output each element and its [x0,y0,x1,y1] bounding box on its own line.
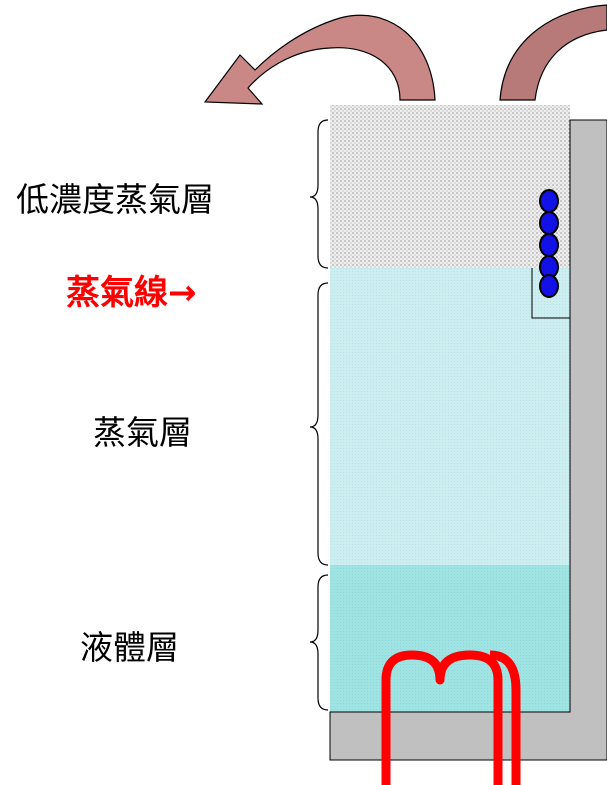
label-liquid-layer: 液體層 [80,628,179,667]
brace-vapor [309,282,329,566]
coil-bracket [531,268,570,319]
curved-arrow-right-icon [499,4,607,101]
liquid-layer [330,565,570,712]
label-vapor-line: 蒸氣線→ [66,273,197,313]
brace-liquid [309,574,329,711]
tank-wall [329,119,607,761]
heater-coil-inner [489,650,521,785]
heater-coil-icon [381,650,503,785]
label-vapor-layer: 蒸氣層 [93,413,192,452]
low-vapor-layer [330,105,570,268]
curved-arrow-left-icon [203,14,436,105]
label-low-vapor-layer: 低濃度蒸氣層 [16,180,214,219]
cooling-coil-icon [539,189,559,298]
vapor-layer [330,268,570,565]
brace-low-vapor [309,119,329,269]
